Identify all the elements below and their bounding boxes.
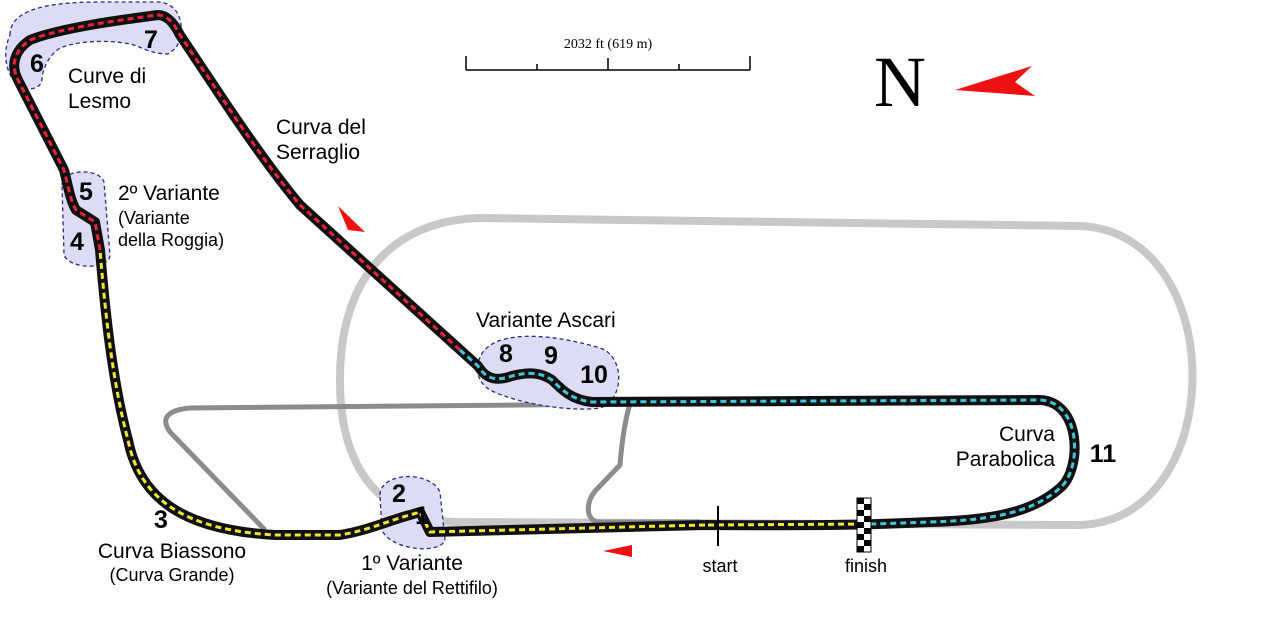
label-var2-1: 2º Variante: [118, 182, 220, 205]
label-var1-2: (Variante del Rettifilo): [326, 578, 498, 598]
turn-11: 11: [1090, 440, 1117, 468]
turn-5: 5: [79, 178, 93, 206]
label-ascari: Variante Ascari: [476, 309, 616, 332]
north-letter: N: [874, 42, 926, 122]
direction-arrow-serraglio: [338, 206, 365, 232]
label-serraglio-1: Curva del: [276, 116, 366, 139]
label-lesmo-2: Lesmo: [68, 90, 131, 113]
label-lesmo-1: Curve di: [68, 65, 146, 88]
label-biassono-1: Curva Biassono: [98, 540, 246, 563]
label-var2-2: (Variante: [118, 208, 190, 228]
label-parabolica-2: Parabolica: [956, 448, 1056, 471]
sector1-line-pit: [704, 522, 865, 527]
label-finish: finish: [845, 556, 887, 576]
sector1-line: [98, 249, 706, 537]
turn-10: 10: [580, 361, 608, 389]
direction-arrow-straight: [603, 545, 632, 557]
turn-9: 9: [544, 342, 558, 370]
scale-bar: [465, 56, 751, 71]
junior-track: [163, 401, 700, 532]
finish-line: [856, 497, 872, 553]
turn-3: 3: [154, 506, 168, 534]
label-start: start: [702, 556, 737, 576]
turn-6: 6: [30, 50, 44, 78]
turn-4: 4: [70, 228, 84, 256]
turn-1: 1: [415, 502, 429, 530]
sector3-line: [459, 348, 1077, 526]
turn-2: 2: [392, 480, 406, 508]
north-arrow-icon: [955, 66, 1035, 96]
turn-7: 7: [144, 26, 158, 54]
scale-label: 2032 ft (619 m): [564, 37, 653, 52]
label-var2-3: della Roggia): [118, 230, 224, 250]
turn-8: 8: [499, 340, 513, 368]
label-var1-1: 1º Variante: [361, 552, 463, 575]
label-biassono-2: (Curva Grande): [109, 565, 234, 585]
label-parabolica-1: Curva: [999, 423, 1055, 446]
label-serraglio-2: Serraglio: [276, 141, 360, 164]
sector2-line: [12, 13, 462, 352]
